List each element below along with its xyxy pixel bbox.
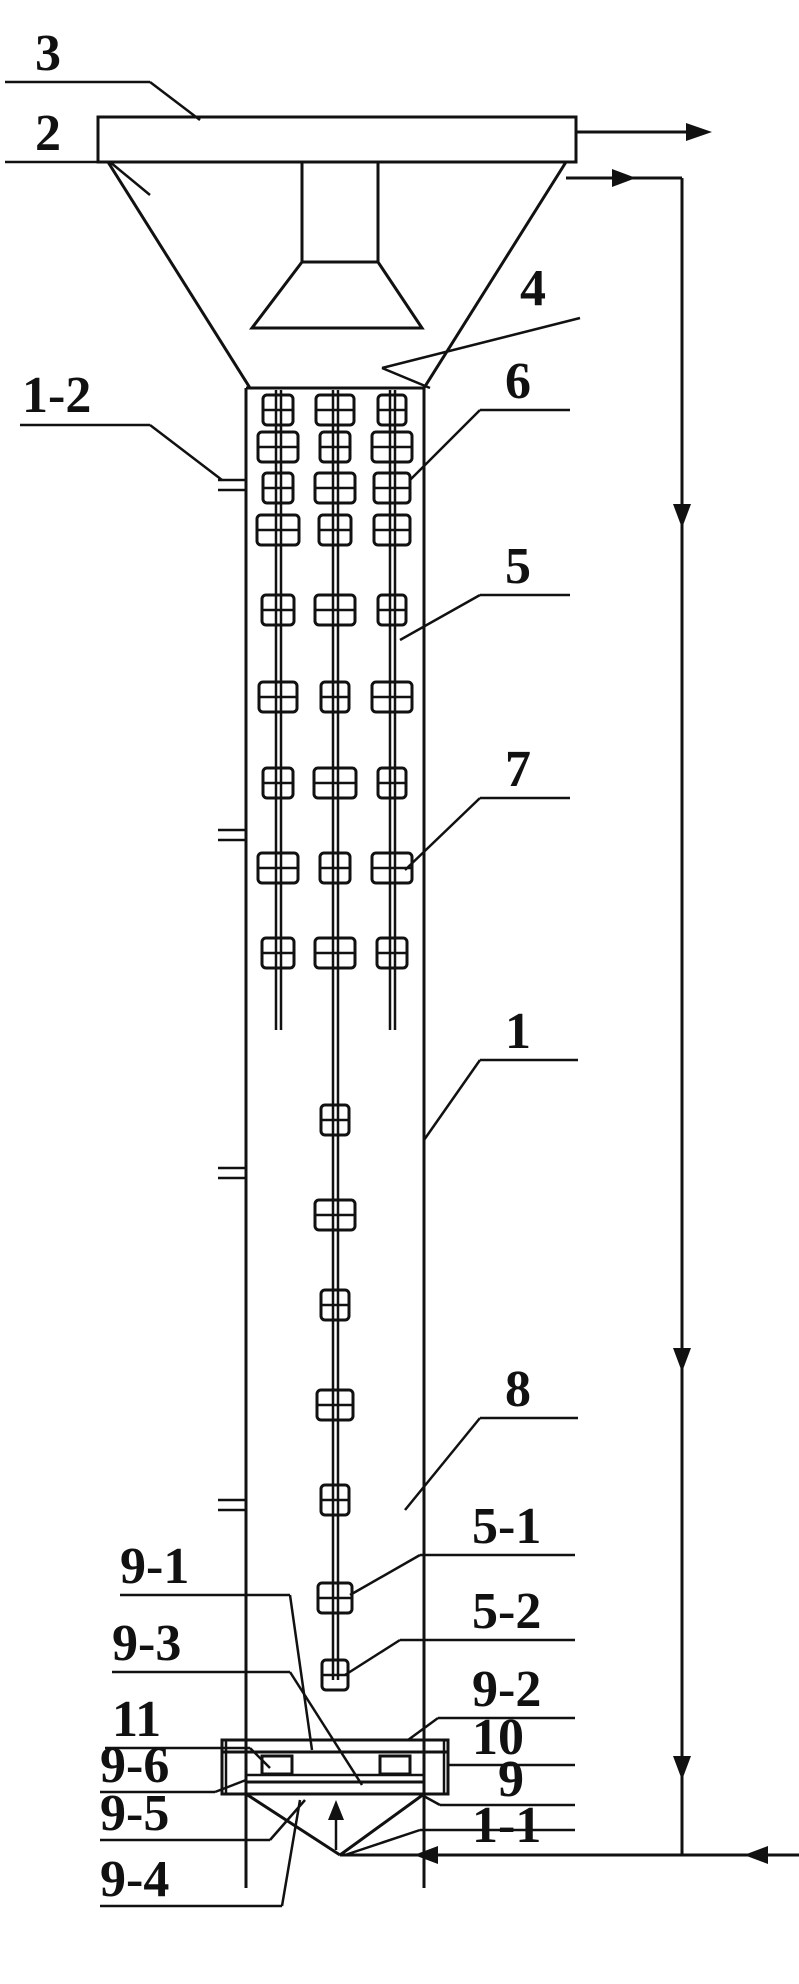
label-1-2: 1-2 [22,367,91,424]
distributor-right-block [378,1754,412,1776]
label-9-3: 9-3 [112,1615,181,1672]
side-ports [218,478,246,1512]
distributor-base [244,1780,426,1796]
bottom-cone-right [339,1792,425,1857]
deflector-cone [248,260,425,330]
funnel-left [106,161,252,389]
label-5-2: 5-2 [472,1583,541,1640]
top-plate [96,115,578,164]
bottom-cone-left [245,1792,341,1857]
label-11: 11 [112,1691,161,1748]
feed-arrow-left [414,1846,438,1864]
label-10: 10 [472,1709,524,1766]
distributor-left-block [260,1754,294,1776]
label-9-4: 9-4 [100,1851,169,1908]
recycle-arrow-mid2 [673,1348,691,1372]
label-9-2: 9-2 [472,1661,541,1718]
label-2: 2 [35,105,61,162]
leader-lines [5,80,581,1908]
label-9-5: 9-5 [100,1785,169,1842]
label-9-6: 9-6 [100,1737,169,1794]
recycle-arrow-top [612,169,636,187]
carrier-strings [274,390,397,1680]
label-3: 3 [35,25,61,82]
label-9: 9 [498,1751,524,1808]
recycle-arrow-mid1 [673,504,691,528]
label-9-1: 9-1 [120,1538,189,1595]
label-7: 7 [505,741,531,798]
outlet-arrow [686,123,712,141]
carrier-blocks [255,393,414,1692]
inlet-arrow [328,1800,344,1820]
distributor-frame [220,1738,450,1796]
label-4: 4 [520,260,546,317]
label-8: 8 [505,1361,531,1418]
label-5-1: 5-1 [472,1498,541,1555]
label-1: 1 [505,1003,531,1060]
feed-arrow-right [744,1846,768,1864]
label-1-1: 1-1 [472,1797,541,1854]
label-6: 6 [505,353,531,410]
recycle-arrow-low [673,1756,691,1780]
label-5: 5 [505,538,531,595]
